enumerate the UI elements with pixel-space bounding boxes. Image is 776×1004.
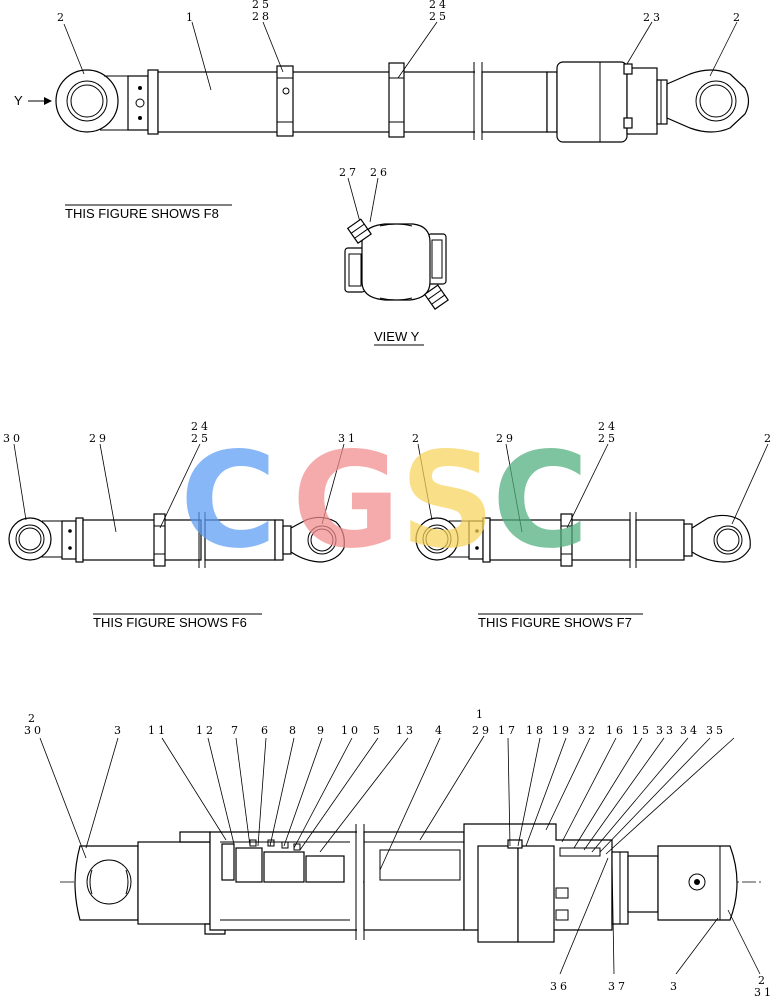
f6-callouts: 30 29 24 25 31: [3, 420, 358, 533]
callout-30: 30: [3, 432, 23, 445]
callout-33: 33: [656, 724, 676, 737]
callout-2-sec: 2: [28, 712, 38, 725]
callout-2-sec-b: 2: [758, 974, 768, 987]
cylinder-head: [556, 61, 628, 143]
callout-18: 18: [526, 724, 546, 737]
callout-12: 12: [196, 724, 216, 737]
clamp-25-28: [276, 65, 294, 137]
callout-29-sec: 29: [472, 724, 492, 737]
y-arrow-label: Y: [14, 93, 23, 108]
callout-1-sec: 1: [476, 708, 486, 721]
callout-7: 7: [231, 724, 241, 737]
callout-35: 35: [706, 724, 726, 737]
callout-4: 4: [435, 724, 445, 737]
callout-34: 34: [680, 724, 700, 737]
callout-13: 13: [396, 724, 416, 737]
callout-10: 10: [341, 724, 361, 737]
callout-19: 19: [552, 724, 572, 737]
caption-f6: THIS FIGURE SHOWS F6: [93, 615, 247, 630]
cylinder-section: [60, 823, 762, 943]
callout-26: 26: [370, 166, 390, 179]
callout-16: 16: [606, 724, 626, 737]
cylinder-tube: [157, 71, 479, 133]
watermark: C G S C: [180, 424, 589, 578]
callout-5: 5: [373, 724, 383, 737]
section-callouts-top: 2 30 3 11 12 7 6 8 9 10 5 13 4 1 29 17 1…: [24, 708, 735, 871]
callout-28: 28: [252, 10, 272, 23]
watermark-letter-s: S: [400, 424, 495, 578]
callout-25: 25: [252, 0, 272, 11]
caption-view-y: VIEW Y: [374, 329, 420, 344]
callout-36: 36: [550, 980, 570, 993]
callout-32: 32: [578, 724, 598, 737]
callout-8: 8: [289, 724, 299, 737]
callout-24-f6: 24: [191, 420, 211, 433]
callout-31: 31: [338, 432, 358, 445]
cylinder-f6: [8, 512, 345, 568]
callout-17: 17: [498, 724, 518, 737]
callout-6: 6: [261, 724, 271, 737]
callout-24: 24: [429, 0, 449, 11]
watermark-letter-g: G: [292, 424, 400, 578]
callout-37: 37: [608, 980, 628, 993]
callout-23: 23: [643, 11, 663, 24]
f7-callouts: 2 29 24 25 2: [412, 420, 774, 533]
callout-2b: 2: [733, 11, 743, 24]
callout-30-sec: 30: [24, 724, 44, 737]
callout-3-sec-b: 3: [670, 980, 680, 993]
cylinder-f8: Y: [14, 61, 750, 143]
watermark-letter-c1: C: [180, 424, 277, 578]
callout-25-f7: 25: [598, 432, 618, 445]
callout-24-f7: 24: [598, 420, 618, 433]
caption-f7: THIS FIGURE SHOWS F7: [478, 615, 632, 630]
caption-f8: THIS FIGURE SHOWS F8: [65, 206, 219, 221]
section-callouts-bottom: 36 37 3 2 31: [550, 857, 774, 999]
callout-15: 15: [632, 724, 652, 737]
cylinder-f7: [415, 512, 751, 568]
callout-2: 2: [57, 11, 67, 24]
view-y: 27 26: [339, 166, 449, 310]
callout-2-f7b: 2: [764, 432, 774, 445]
callout-1: 1: [186, 11, 196, 24]
callout-29-f7: 29: [496, 432, 516, 445]
callout-9: 9: [317, 724, 327, 737]
callout-27: 27: [339, 166, 359, 179]
callout-2-f7a: 2: [412, 432, 422, 445]
clamp-24-25: [388, 62, 405, 138]
callout-3-sec: 3: [114, 724, 124, 737]
callout-25-f6: 25: [191, 432, 211, 445]
callout-11: 11: [148, 724, 168, 737]
watermark-letter-c2: C: [492, 424, 589, 578]
callout-25b: 25: [429, 10, 449, 23]
top-callouts: 2 1 25 28 24 25 23 2: [57, 0, 743, 91]
left-rod-eye: [55, 69, 119, 133]
callout-29: 29: [89, 432, 109, 445]
callout-31-sec: 31: [754, 986, 774, 999]
